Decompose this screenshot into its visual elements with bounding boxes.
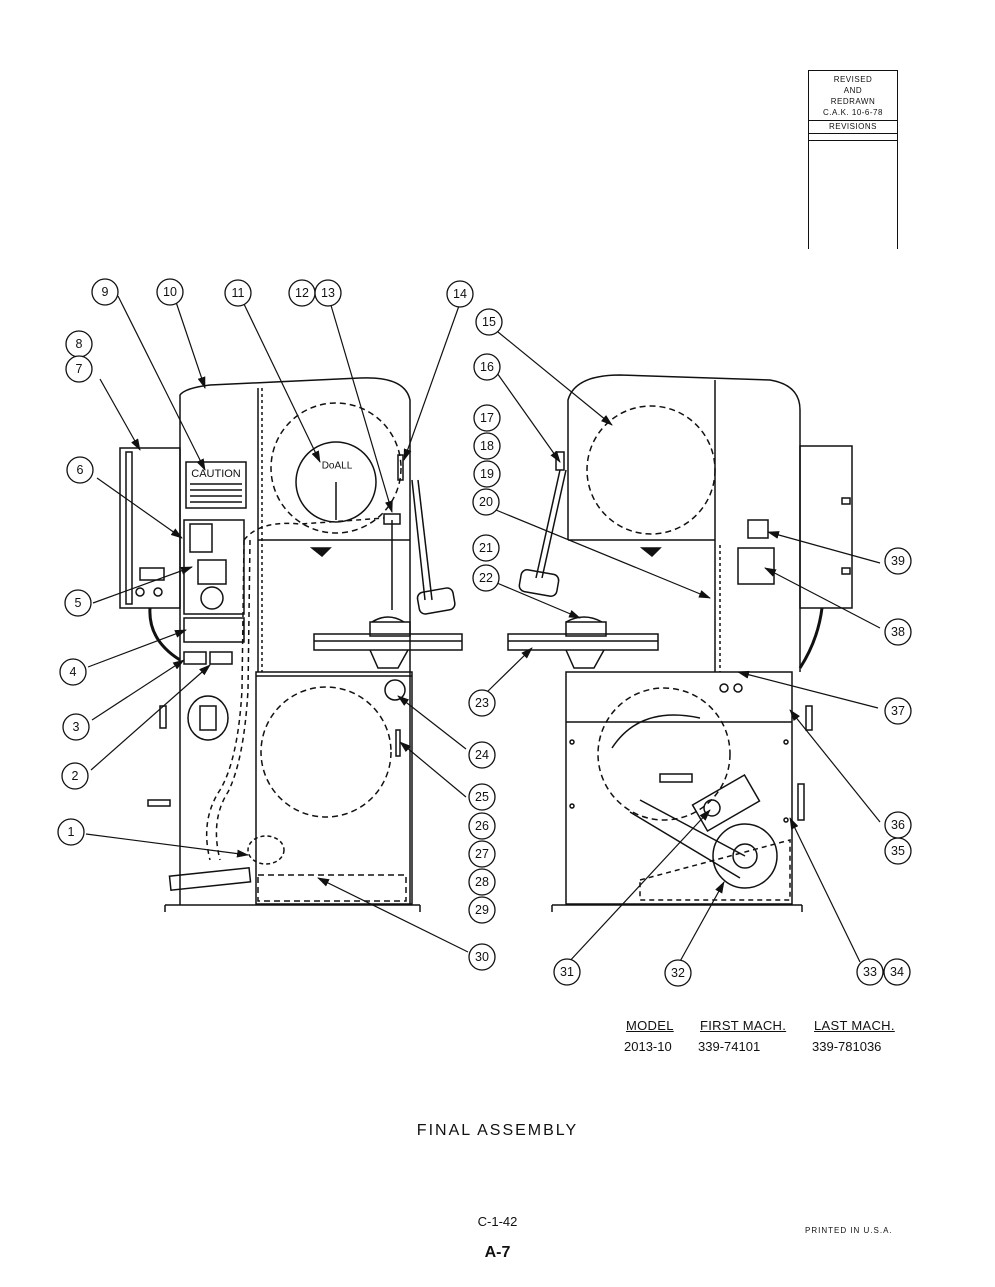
callout-24: 24 [475,748,489,762]
revision-line: AND [843,86,863,95]
revision-line: REDRAWN [830,97,876,106]
model-header: MODEL [626,1018,674,1033]
callout-32: 32 [671,966,685,980]
callout-2: 2 [72,769,79,783]
document-number: C-1-42 [477,1214,518,1229]
callout-21: 21 [479,541,493,555]
last-mach-header: LAST MACH. [814,1018,895,1033]
printed-note: PRINTED IN U.S.A. [805,1226,893,1235]
callout-14: 14 [453,287,467,301]
callout-20: 20 [479,495,493,509]
callout-27: 27 [475,847,489,861]
caution-plate-label: CAUTION [191,468,241,480]
model-value: 2013-10 [624,1039,672,1054]
callout-26: 26 [475,819,489,833]
last-mach-value: 339-781036 [812,1039,882,1054]
callout-30: 30 [475,950,489,964]
callout-38: 38 [891,625,905,639]
callout-4: 4 [70,665,77,679]
left-machine-view [119,377,463,912]
revisions-title: REVISIONS [809,121,897,134]
callout-7: 7 [76,362,83,376]
callout-bubbles [57,278,912,987]
first-mach-header: FIRST MACH. [700,1018,787,1033]
callout-35: 35 [891,844,905,858]
callout-8: 8 [76,337,83,351]
callout-39: 39 [891,554,905,568]
callout-19: 19 [480,467,494,481]
callout-numbers: 9 10 11 12 13 14 8 7 6 5 4 3 2 1 15 16 1… [68,285,905,980]
callout-25: 25 [475,790,489,804]
revision-body [809,141,897,249]
callout-13: 13 [321,286,335,300]
callout-10: 10 [163,285,177,299]
callout-15: 15 [482,315,496,329]
leader-lines [85,295,881,966]
page-number: A-7 [484,1244,511,1261]
callout-3: 3 [73,720,80,734]
first-mach-value: 339-74101 [698,1039,761,1054]
callout-34: 34 [890,965,904,979]
callout-5: 5 [75,596,82,610]
callout-23: 23 [475,696,489,710]
callout-6: 6 [77,463,84,477]
upper-wheel-brand-label: DoALL [322,461,353,472]
revision-line: C.A.K. 10-6-78 [823,108,883,117]
callout-16: 16 [480,360,494,374]
callout-12: 12 [295,286,309,300]
callout-29: 29 [475,903,489,917]
callout-18: 18 [480,439,494,453]
callout-33: 33 [863,965,877,979]
callout-11: 11 [232,286,245,300]
revision-line: REVISED [833,75,873,84]
callout-31: 31 [560,965,574,979]
callout-22: 22 [479,571,493,585]
callout-28: 28 [475,875,489,889]
revision-block: REVISED AND REDRAWN C.A.K. 10-6-78 REVIS… [808,70,898,249]
revision-row [809,134,897,141]
revision-note: REVISED AND REDRAWN C.A.K. 10-6-78 [809,71,897,121]
drawing-caption: FINAL ASSEMBLY [416,1122,579,1139]
right-machine-view [507,374,853,912]
callout-17: 17 [480,411,494,425]
callout-9: 9 [102,285,109,299]
callout-37: 37 [891,704,905,718]
callout-36: 36 [891,818,905,832]
callout-1: 1 [68,825,75,839]
